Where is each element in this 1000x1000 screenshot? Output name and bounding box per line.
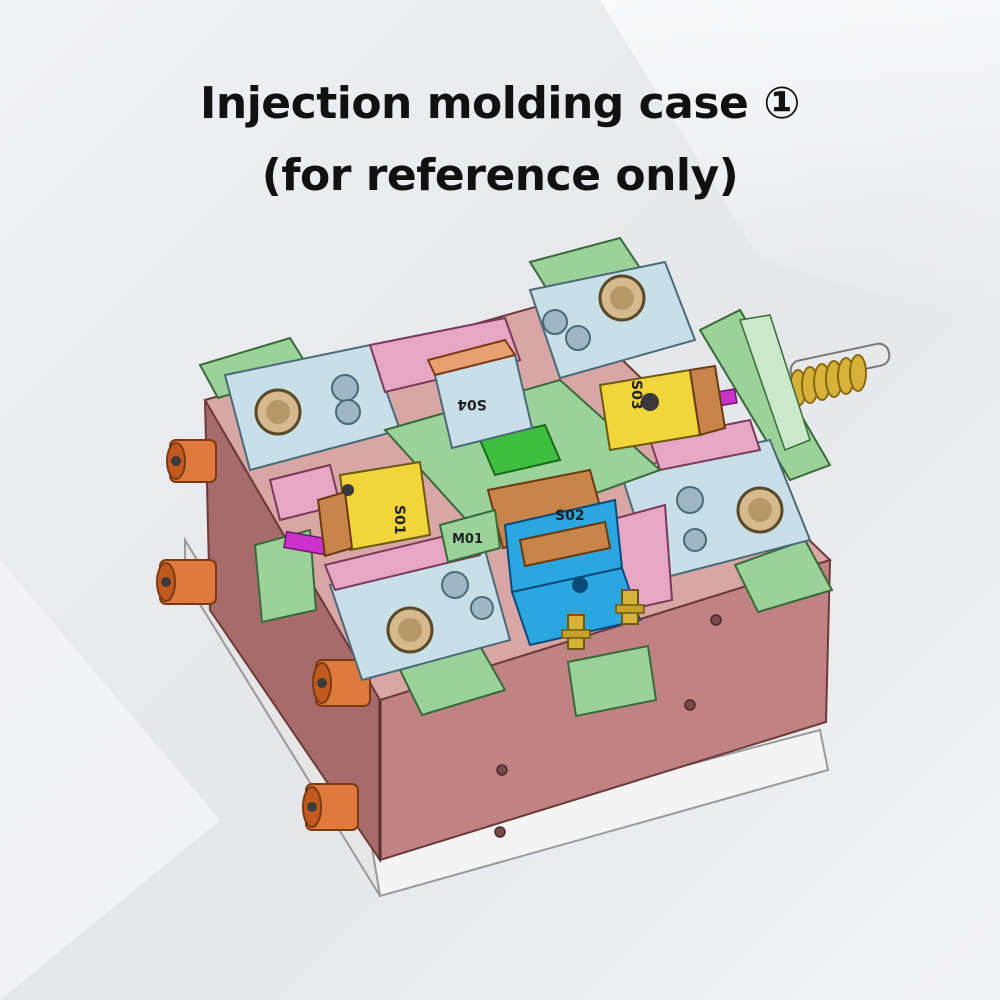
heater-4-icon xyxy=(302,783,359,831)
clamp-plate-top-left xyxy=(223,343,402,472)
page-title: Injection molding case ① (for reference … xyxy=(0,68,1000,212)
screw xyxy=(710,614,722,626)
screw xyxy=(494,826,506,838)
fitting-left-icon xyxy=(561,614,591,650)
clamp-plate-bottom-left xyxy=(328,548,512,682)
label-m01: M01 xyxy=(452,532,483,547)
insert-strip-bottom xyxy=(323,528,482,592)
screw xyxy=(496,764,508,776)
guide-block-bottom-center xyxy=(566,644,658,718)
slider-s04: S04 xyxy=(426,338,534,450)
label-s01: S01 xyxy=(391,505,407,535)
clamp-plate-top-right xyxy=(528,260,697,380)
slider-s03: S03 xyxy=(598,364,727,452)
title-line-2: (for reference only) xyxy=(261,150,739,201)
fitting-right-icon xyxy=(615,589,645,625)
label-s03: S03 xyxy=(628,380,644,410)
slider-s02: S02 xyxy=(486,468,642,647)
heater-1-icon xyxy=(166,439,217,483)
heater-3-icon xyxy=(312,659,371,707)
spring-icon xyxy=(789,342,891,407)
label-s04: S04 xyxy=(457,396,487,412)
slider-s01: S01 xyxy=(316,460,432,558)
wedge-m01: M01 xyxy=(438,508,502,564)
screw xyxy=(684,699,696,711)
title-line-1: Injection molding case ① xyxy=(200,78,800,129)
label-s02: S02 xyxy=(555,508,585,524)
heater-2-icon xyxy=(156,559,217,605)
